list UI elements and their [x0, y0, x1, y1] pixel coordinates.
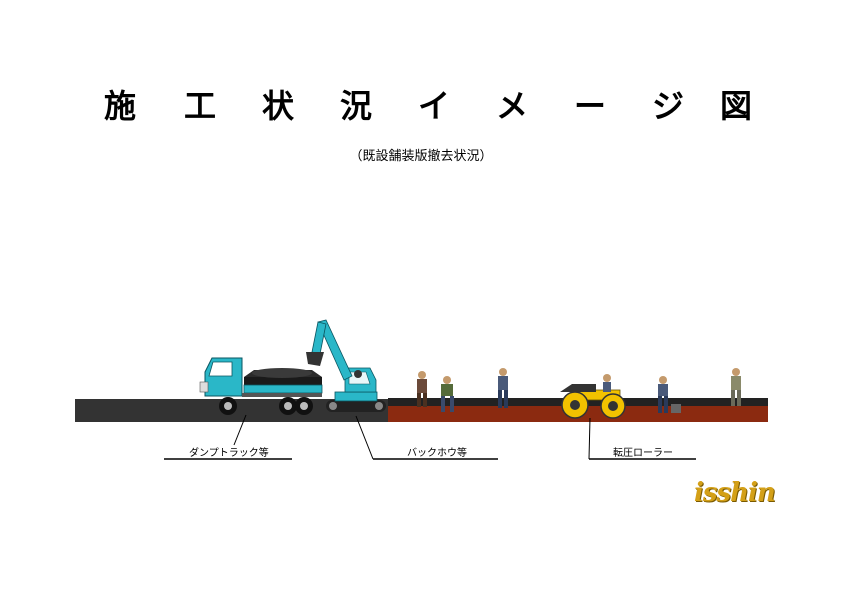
worker-icon — [441, 376, 454, 412]
title-char: ー — [573, 87, 606, 125]
title-char: 状 — [261, 87, 294, 125]
title-char: イ — [417, 87, 450, 125]
page-subtitle: （既設舗装版撤去状況） — [349, 149, 493, 164]
title-char: 況 — [339, 87, 372, 125]
worker-icon — [731, 368, 741, 406]
dump-truck-icon — [199, 357, 323, 415]
title-char: ジ — [651, 87, 684, 125]
backhoe-label: バックホウ等 — [407, 448, 467, 459]
isshin-logo: isshin — [694, 478, 776, 508]
backhoe-icon — [306, 319, 386, 412]
title-char: メ — [495, 87, 528, 125]
title-char: 図 — [719, 87, 752, 125]
roller-icon — [560, 374, 626, 419]
worker-icon — [658, 376, 681, 413]
title-char: 工 — [183, 87, 216, 125]
dump-truck-label: ダンプトラック等 — [189, 448, 269, 459]
worker-icon — [498, 368, 508, 408]
label-leader-lines — [164, 414, 696, 460]
worker-icon — [417, 371, 427, 407]
title-char: 施 — [103, 87, 136, 125]
roller-label: 転圧ローラー — [613, 448, 673, 459]
page-title: 施 工 状 況 イ メ ー ジ 図 — [0, 84, 842, 128]
